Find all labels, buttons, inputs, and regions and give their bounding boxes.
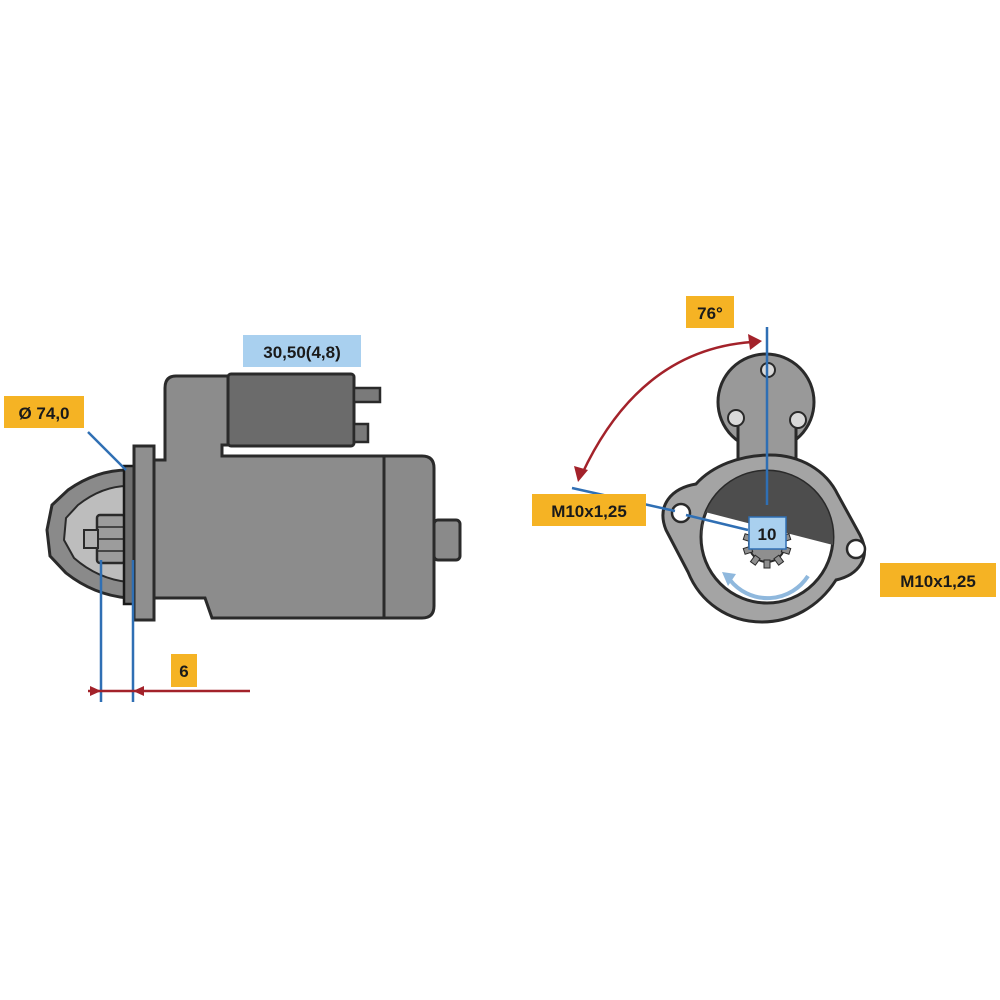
- pinion-shaft: [83, 529, 99, 549]
- teeth-leader-line: [685, 513, 749, 532]
- rotation-direction-arc: [728, 574, 810, 601]
- angle-arrow-top: [748, 334, 762, 350]
- offset-arrow-right: [133, 686, 144, 696]
- starter-side-view: [45, 372, 462, 702]
- offset-label: 6: [179, 662, 188, 681]
- angle-arrow-bottom: [574, 466, 588, 482]
- flange-bolt-hole-right: [845, 538, 867, 560]
- mounting-flange: [132, 444, 156, 622]
- starter-front-view: [571, 327, 867, 624]
- diameter-label: Ø 74,0: [18, 404, 69, 423]
- rotation-direction-arrowhead: [722, 572, 736, 586]
- rear-shaft-stub: [432, 518, 462, 562]
- flange-bolt-hole-left: [670, 502, 692, 524]
- angle-arc: [580, 340, 753, 475]
- angle-label: 76°: [697, 304, 723, 323]
- motor-body: [152, 374, 386, 620]
- offset-arrow-left: [90, 686, 101, 696]
- callout-teeth: 10: [748, 516, 787, 550]
- cap-bolt-left: [727, 409, 745, 427]
- bore-shadow: [701, 471, 833, 545]
- solenoid-terminal-block: [226, 372, 356, 448]
- callout-thread-right: M10x1,25: [880, 563, 996, 597]
- teeth-label: 10: [758, 525, 777, 544]
- thread-left-label: M10x1,25: [551, 502, 627, 521]
- motor-end-cap: [382, 454, 436, 620]
- diameter-leader-line: [87, 431, 127, 471]
- thread-right-label: M10x1,25: [900, 572, 976, 591]
- terminal-label: 30,50(4,8): [263, 343, 341, 362]
- callout-diameter: Ø 74,0: [4, 396, 84, 428]
- callout-offset: 6: [171, 654, 197, 687]
- callout-angle: 76°: [686, 296, 734, 328]
- callout-thread-left: M10x1,25: [532, 494, 646, 526]
- terminal-stud-upper: [352, 386, 382, 404]
- cap-bolt-right: [789, 411, 807, 429]
- callout-terminal: 30,50(4,8): [243, 335, 361, 367]
- terminal-stud-lower: [352, 422, 370, 444]
